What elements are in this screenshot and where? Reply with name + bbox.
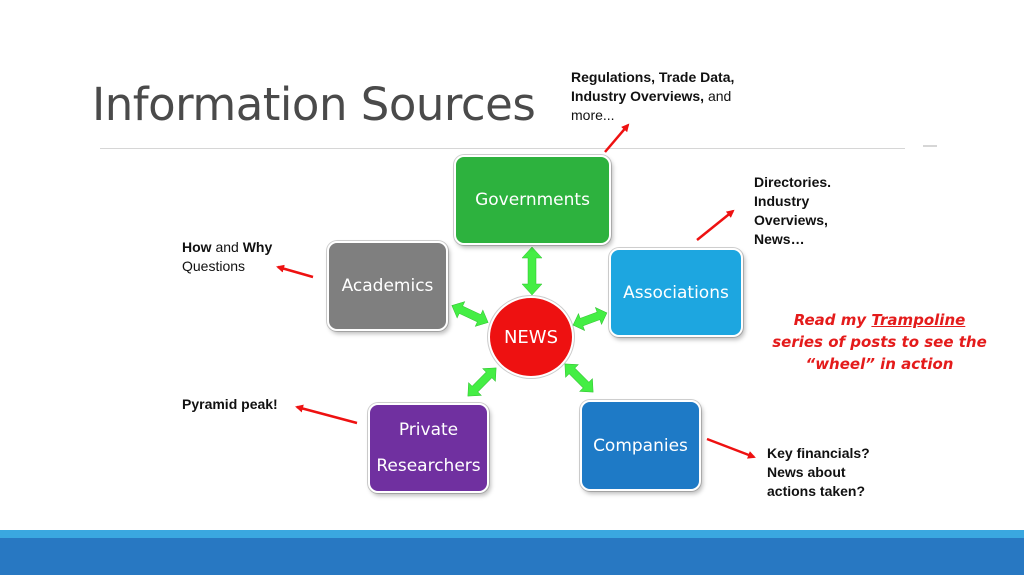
note-academics-and: and	[211, 239, 243, 255]
node-private-researchers-line2: Researchers	[376, 456, 481, 476]
note-private-researchers: Pyramid peak!	[182, 395, 312, 414]
note-governments-line2-plain: and	[704, 88, 732, 104]
trampoline-callout: Read my Trampoline series of posts to se…	[772, 309, 987, 375]
pointer-arrow-private-researchers	[295, 404, 358, 425]
note-academics-why: Why	[242, 239, 273, 255]
note-associations-line1: Directories.	[754, 174, 832, 190]
note-academics: How and Why Questions	[182, 238, 312, 276]
node-governments-label: Governments	[475, 190, 590, 210]
node-companies: Companies	[580, 400, 701, 491]
note-governments-line1: Regulations, Trade Data,	[571, 69, 735, 85]
node-associations: Associations	[609, 248, 743, 337]
note-associations-line2: Industry	[754, 193, 810, 209]
footer-bar	[0, 538, 1024, 575]
connector-arrow-governments	[521, 246, 543, 296]
note-academics-how: How	[182, 239, 212, 255]
node-academics: Academics	[327, 241, 448, 331]
connector-arrow-academics	[451, 301, 489, 327]
callout-pre: Read my	[793, 311, 872, 329]
connector-arrow-associations	[572, 306, 608, 332]
trampoline-link[interactable]: Trampoline	[871, 311, 966, 329]
note-companies-line2: News about	[767, 464, 846, 480]
note-academics-line2: Questions	[182, 258, 246, 274]
note-companies-line3: actions taken?	[767, 483, 866, 499]
node-academics-label: Academics	[341, 276, 434, 296]
pointer-arrow-governments	[604, 123, 630, 153]
note-companies: Key financials? News about actions taken…	[767, 444, 907, 501]
note-governments-line3: more...	[571, 107, 615, 123]
hub-news: NEWS	[488, 296, 574, 378]
pointer-arrow-associations	[696, 209, 735, 241]
note-governments-line2-bold: Industry Overviews,	[571, 88, 705, 104]
note-private-researchers-text: Pyramid peak!	[182, 396, 278, 412]
callout-line2: series of posts to see the	[772, 333, 987, 351]
footer-accent-bar	[0, 530, 1024, 538]
callout-line3: “wheel” in action	[805, 355, 954, 373]
note-governments: Regulations, Trade Data, Industry Overvi…	[571, 68, 771, 125]
node-companies-label: Companies	[593, 435, 688, 456]
note-associations: Directories. Industry Overviews, News…	[754, 173, 864, 249]
hub-news-label: NEWS	[503, 326, 559, 348]
slide-title: Information Sources	[92, 78, 536, 131]
connector-arrow-private-researchers	[467, 367, 497, 397]
note-associations-line4: News…	[754, 231, 805, 247]
node-private-researchers: Private Researchers	[368, 403, 489, 493]
title-divider	[100, 148, 905, 149]
connector-arrow-companies	[564, 363, 594, 393]
node-associations-label: Associations	[623, 282, 729, 303]
pointer-arrow-academics	[276, 264, 314, 279]
pointer-arrow-companies	[706, 437, 756, 459]
note-associations-line3: Overviews,	[754, 212, 828, 228]
note-companies-line1: Key financials?	[767, 445, 870, 461]
title-divider-accent	[923, 145, 937, 147]
node-governments: Governments	[454, 155, 611, 245]
node-private-researchers-line1: Private	[398, 420, 459, 440]
